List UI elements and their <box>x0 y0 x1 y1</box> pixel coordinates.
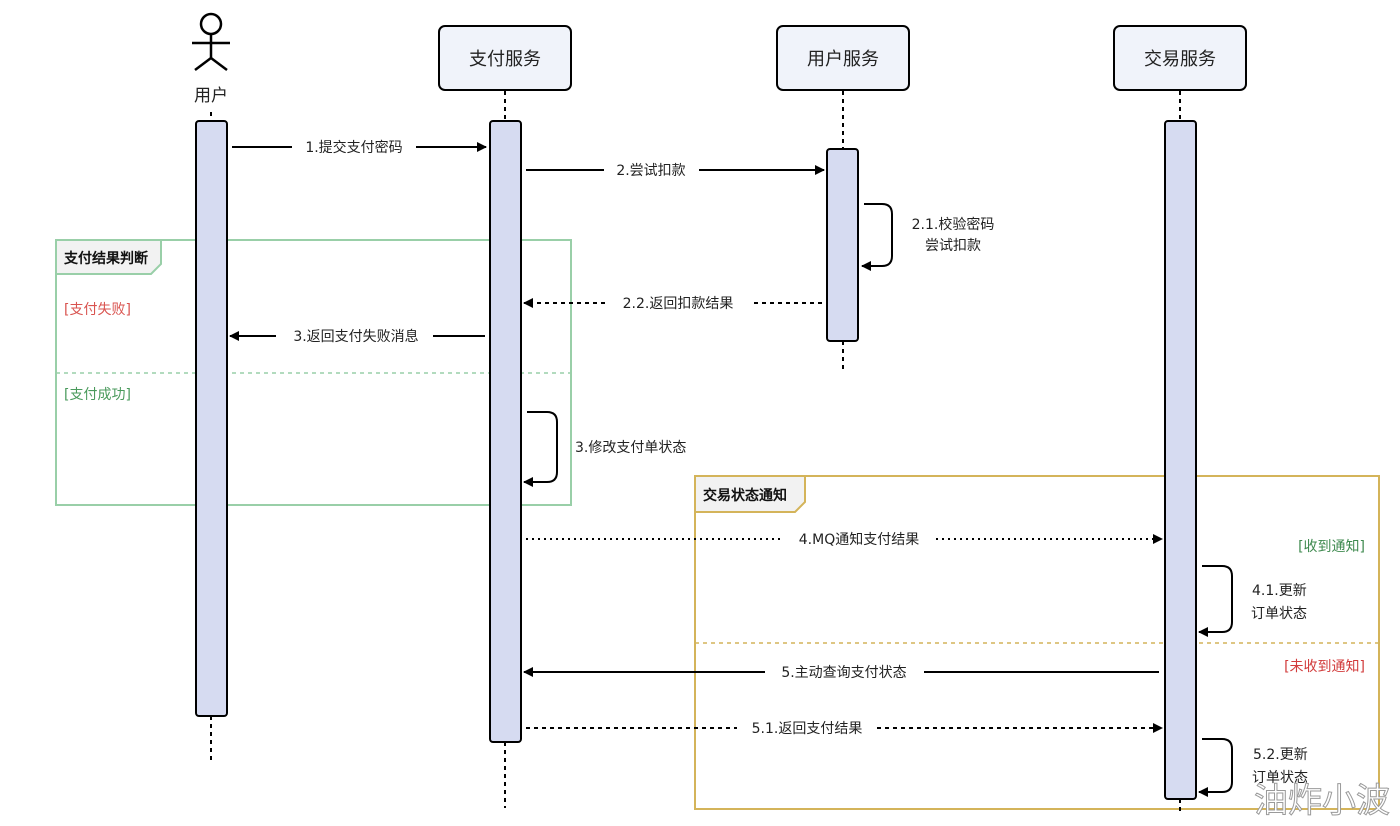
guard-notification-received: [收到通知] <box>1298 538 1365 555</box>
message-2-2: 2.2.返回扣款结果 <box>523 296 822 312</box>
message-5-1: 5.1.返回支付结果 <box>526 721 1163 737</box>
message-label: 2.2.返回扣款结果 <box>623 296 734 312</box>
frame-title: 交易状态通知 <box>703 487 787 504</box>
message-label-line: 2.1.校验密码 <box>912 216 995 233</box>
activations <box>195 120 1197 800</box>
participant-label: 支付服务 <box>469 49 541 70</box>
message-2-1: 2.1.校验密码 尝试扣款 <box>861 203 995 271</box>
message-3-self: 3.修改支付单状态 <box>523 411 686 487</box>
message-label: 3.返回支付失败消息 <box>293 328 418 345</box>
message-label: 5.1.返回支付结果 <box>752 721 863 737</box>
participant-user: 用户 <box>192 12 230 106</box>
message-label: 5.主动查询支付状态 <box>781 665 906 681</box>
participant-label: 交易服务 <box>1144 49 1216 70</box>
activation-pay <box>489 120 522 743</box>
guard-payment-success: [支付成功] <box>64 387 131 403</box>
participant-trade-service: 交易服务 <box>1113 25 1247 91</box>
message-1: 1.提交支付密码 <box>232 139 487 156</box>
self-call-arrow <box>861 203 893 271</box>
frame-title: 支付结果判断 <box>63 250 148 267</box>
lifelines <box>210 91 1181 812</box>
self-call-arrow <box>523 411 558 487</box>
message-4: 4.MQ通知支付结果 <box>526 531 1163 548</box>
frame-trade-notification: 交易状态通知 [收到通知] [未收到通知] <box>694 475 1380 810</box>
participant-box <box>438 25 572 91</box>
message-label-line: 5.2.更新 <box>1253 747 1308 763</box>
participant-label: 用户 <box>194 86 228 106</box>
message-label-line: 4.1.更新 <box>1252 583 1307 599</box>
frame-tab <box>55 239 162 275</box>
participant-user-service: 用户服务 <box>776 25 910 91</box>
message-4-1: 4.1.更新 订单状态 <box>1198 565 1307 637</box>
activation-usersvc <box>826 148 859 342</box>
activation-trade <box>1164 120 1197 800</box>
guard-payment-failed: [支付失败] <box>64 302 131 318</box>
message-label: 2.尝试扣款 <box>616 163 685 179</box>
watermark: 油炸小波 <box>1254 781 1390 821</box>
message-label-line: 尝试扣款 <box>925 238 981 254</box>
message-label: 4.MQ通知支付结果 <box>799 531 919 548</box>
message-label-line: 订单状态 <box>1251 606 1307 622</box>
activation-user <box>195 120 228 717</box>
participant-box <box>1113 25 1247 91</box>
message-label: 3.修改支付单状态 <box>575 440 686 456</box>
participant-pay-service: 支付服务 <box>438 25 572 91</box>
actor-icon <box>192 12 230 71</box>
message-label: 1.提交支付密码 <box>305 139 402 156</box>
message-5-2: 5.2.更新 订单状态 <box>1198 738 1308 797</box>
frame-tab <box>694 475 806 513</box>
message-2: 2.尝试扣款 <box>526 163 825 179</box>
self-call-arrow <box>1198 738 1233 797</box>
participant-label: 用户服务 <box>807 49 879 70</box>
participant-box <box>776 25 910 91</box>
message-3-fail: 3.返回支付失败消息 <box>229 328 485 345</box>
message-label-line: 订单状态 <box>1252 770 1308 786</box>
message-5: 5.主动查询支付状态 <box>523 665 1159 681</box>
frame-payment-result: 支付结果判断 [支付失败] [支付成功] <box>55 239 572 506</box>
self-call-arrow <box>1198 565 1233 637</box>
guard-notification-not-received: [未收到通知] <box>1284 658 1365 675</box>
